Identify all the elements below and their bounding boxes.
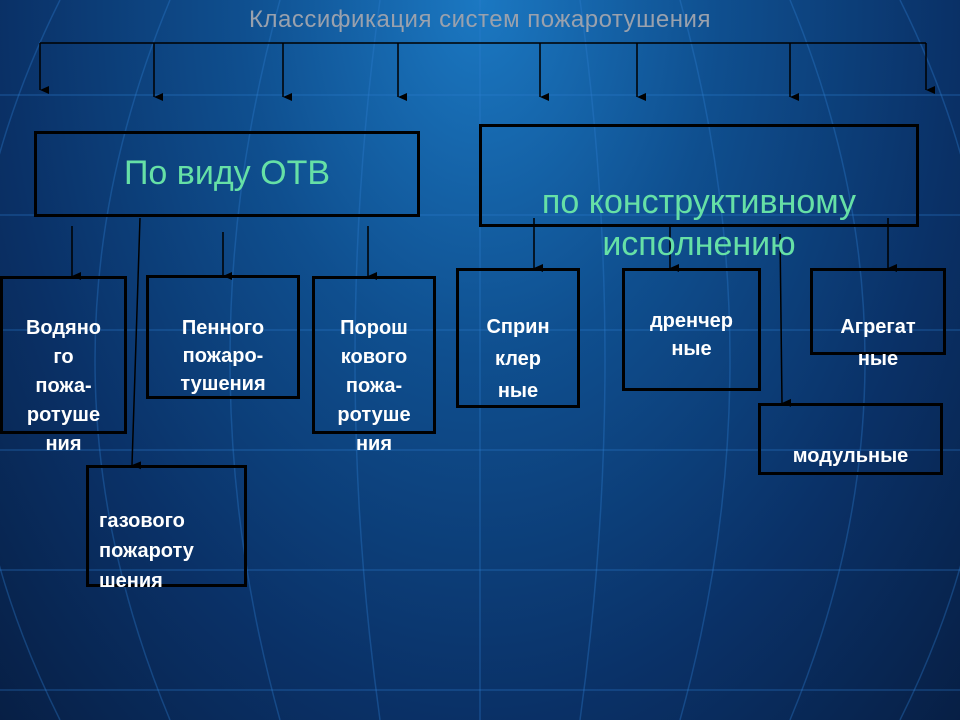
leaf-water: Водяно го пожа- ротуше ния (0, 276, 127, 455)
leaf-gas-label: газового пожароту шения (99, 510, 194, 592)
diagram-title: Классификация систем пожаротушения (249, 6, 711, 33)
leaf-modular-label: модульные (792, 445, 909, 467)
leaf-foam-label: Пенного пожаро- тушения (180, 317, 266, 395)
category-by-agent-label: По виду ОТВ (123, 154, 331, 192)
leaf-sprinkler-label: Сприн клер ные (486, 316, 550, 402)
leaf-powder: Порош кового пожа- ротуше ния (312, 276, 436, 455)
leaf-water-label: Водяно го пожа- ротуше ния (25, 317, 102, 455)
leaf-powder-label: Порош кового пожа- ротуше ния (337, 317, 411, 455)
category-by-design: по конструктивному исполнению (479, 124, 919, 263)
category-by-design-label: по конструктивному исполнению (541, 183, 857, 263)
leaf-sprinkler: Сприн клер ные (456, 268, 580, 408)
leaf-aggregate: Агрегат ные (810, 268, 946, 370)
leaf-modular: модульные (758, 403, 943, 475)
leaf-foam: Пенного пожаро- тушения (146, 275, 300, 399)
leaf-gas: газового пожароту шения (86, 465, 247, 592)
leaf-drencher-label: дренчер ные (649, 310, 734, 360)
leaf-drencher: дренчер ные (622, 268, 761, 391)
category-by-agent: По виду ОТВ (34, 131, 420, 217)
leaf-aggregate-label: Агрегат ные (840, 316, 916, 370)
